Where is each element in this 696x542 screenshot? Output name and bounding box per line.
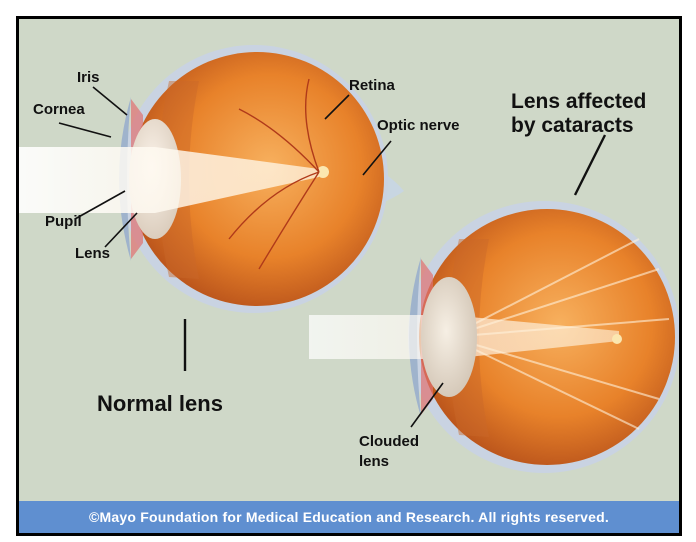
label-cataract-line1: Lens affected bbox=[511, 91, 646, 113]
label-clouded-line2: lens bbox=[359, 453, 389, 470]
label-retina: Retina bbox=[349, 77, 395, 94]
label-optic-nerve: Optic nerve bbox=[377, 117, 460, 134]
label-cataract-line2: by cataracts bbox=[511, 115, 634, 137]
copyright-footer: ©Mayo Foundation for Medical Education a… bbox=[19, 501, 679, 533]
label-cornea: Cornea bbox=[33, 101, 85, 118]
focal-point-2 bbox=[612, 334, 622, 344]
label-iris: Iris bbox=[77, 69, 100, 86]
label-pupil: Pupil bbox=[45, 213, 82, 230]
illustration-frame: Iris Cornea Pupil Lens Retina Optic nerv… bbox=[16, 16, 682, 536]
iris-leader bbox=[93, 87, 127, 115]
clouded-lens-shape bbox=[421, 277, 477, 397]
cataract-leader bbox=[575, 135, 605, 195]
label-normal-lens: Normal lens bbox=[97, 391, 223, 416]
label-clouded-line1: Clouded bbox=[359, 433, 419, 450]
cornea-leader bbox=[59, 123, 111, 137]
label-lens: Lens bbox=[75, 245, 110, 262]
